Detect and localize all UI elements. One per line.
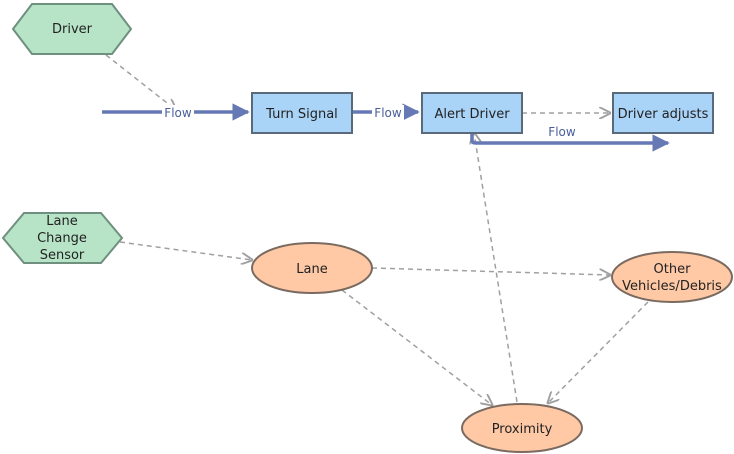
flow-label-alert-driver: Flow [374, 106, 402, 120]
edge-other-to-proximity [548, 301, 649, 403]
dashed-connectors [105, 54, 649, 405]
rect-shape [251, 92, 353, 134]
node-driver[interactable]: Driver [11, 3, 133, 55]
flow-labels: Flow Flow Flow [162, 105, 579, 140]
hexagon-shape [11, 3, 133, 55]
node-other-vehicles-debris[interactable]: Other Vehicles/Debris [611, 251, 733, 303]
edge-sensor-to-lane [119, 241, 252, 260]
hexagon-shape [1, 212, 124, 264]
node-lane[interactable]: Lane [251, 242, 373, 294]
rect-shape [612, 92, 714, 134]
node-label: Turn Signal [265, 107, 338, 122]
flow-label-driver-adjusts: Flow [548, 125, 576, 139]
node-label-line: Sensor [40, 248, 85, 263]
ellipse-shape [461, 403, 583, 453]
flow-label-turn-signal: Flow [164, 106, 192, 120]
ellipse-shape [611, 251, 733, 303]
edge-proximity-to-alert [474, 133, 518, 403]
edge-lane-to-proximity [341, 289, 492, 405]
node-driver-adjusts[interactable]: Driver adjusts [612, 92, 714, 134]
flow-arrow-to-driver-adjusts [470, 133, 670, 152]
node-label: Driver [52, 22, 93, 37]
node-label: Lane [296, 262, 327, 277]
node-label: Proximity [492, 422, 553, 437]
node-label-line: Other [654, 262, 692, 277]
flow-label-bg [372, 105, 404, 121]
node-label-line: Vehicles/Debris [622, 279, 722, 294]
node-alert-driver[interactable]: Alert Driver [421, 92, 523, 134]
node-label: Alert Driver [434, 107, 510, 122]
node-label-line: Lane [46, 214, 77, 229]
edge-driver-to-flow [105, 54, 176, 110]
flow-label-bg [545, 124, 579, 140]
node-label-line: Change [37, 231, 87, 246]
node-label: Driver adjusts [618, 107, 709, 122]
node-lane-change-sensor[interactable]: Lane Change Sensor [1, 212, 124, 264]
rect-shape [421, 92, 523, 134]
edge-lane-to-other [371, 267, 610, 275]
ellipse-shape [251, 242, 373, 294]
node-proximity[interactable]: Proximity [461, 403, 583, 453]
node-turn-signal[interactable]: Turn Signal [251, 92, 353, 134]
flow-label-bg [162, 105, 194, 121]
